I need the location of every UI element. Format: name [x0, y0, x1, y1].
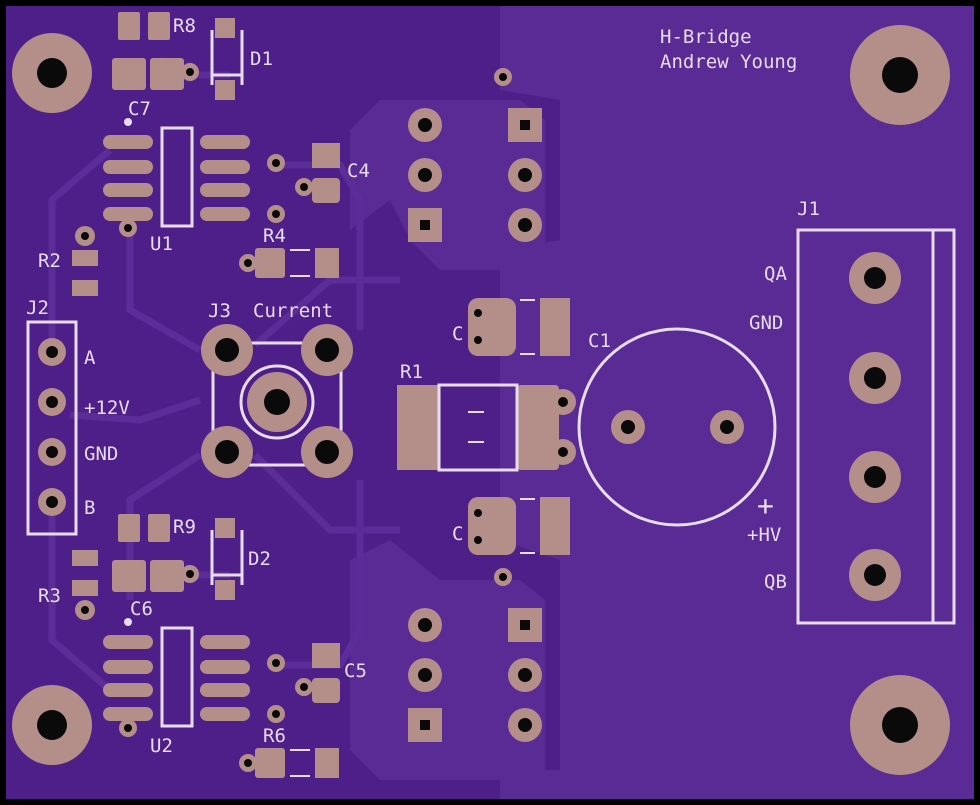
j2-pins: [38, 338, 66, 516]
board-title: H-Bridge: [660, 26, 752, 48]
r6-label: R6: [263, 725, 286, 747]
j2-label: J2: [26, 297, 49, 319]
j2-outline: [26, 320, 78, 536]
r9-label: R9: [173, 516, 196, 538]
c1-footprint: [577, 327, 777, 527]
r3-footprint: [72, 550, 98, 620]
r8-footprint: [118, 12, 170, 40]
j1-hv-label: +HV: [747, 524, 781, 546]
c5-footprint: [267, 643, 340, 723]
c7-label: C7: [128, 98, 151, 120]
mounting-hole-tr: [850, 25, 950, 125]
mounting-hole-br: [850, 675, 950, 775]
c2-label: C: [452, 323, 463, 345]
copper-pour-center-lower: [350, 540, 545, 780]
j3-label: J3: [208, 300, 231, 322]
u1-footprint: [103, 126, 250, 237]
j2-pin-gnd-label: GND: [84, 443, 118, 465]
u2-label: U2: [150, 735, 173, 757]
j1-plus-label: +: [757, 489, 774, 522]
q-footprint-top: [112, 58, 199, 90]
c3-footprint: [468, 497, 570, 555]
c2-footprint: [468, 298, 570, 356]
j1-footprint: [796, 228, 956, 625]
board-author: Andrew Young: [660, 51, 797, 73]
r2-footprint: [72, 226, 98, 296]
j2-pin-b-label: B: [84, 497, 95, 519]
mounting-hole-tl: [12, 33, 92, 113]
copper-pour-center: [350, 100, 545, 270]
d2-label: D2: [248, 548, 271, 570]
j1-gnd-label: GND: [749, 312, 783, 334]
j2-pin-12v-label: +12V: [84, 397, 130, 419]
copper-pour-right: [500, 6, 974, 799]
r4-footprint: [239, 248, 339, 278]
q-footprint-bottom: [112, 560, 199, 592]
r4-label: R4: [263, 225, 286, 247]
j2-pin-a-label: A: [84, 347, 96, 369]
r8-label: R8: [173, 15, 196, 37]
j1-qa-label: QA: [764, 263, 787, 285]
c4-label: C4: [347, 160, 370, 182]
j3-footprint: [201, 324, 353, 478]
r2-label: R2: [38, 250, 61, 272]
r6-footprint: [239, 748, 339, 778]
d1-label: D1: [250, 48, 273, 70]
d1-footprint: [210, 18, 244, 100]
d2-footprint: [210, 518, 244, 600]
pin1-dot-u2: [124, 618, 132, 626]
u1-label: U1: [150, 233, 173, 255]
j1-label: J1: [797, 198, 820, 220]
j3-current-label: Current: [253, 300, 333, 322]
c5-label: C5: [344, 660, 367, 682]
r1-footprint: [397, 383, 576, 472]
r3-label: R3: [38, 585, 61, 607]
mosfet-top-footprint: [408, 68, 542, 242]
mounting-hole-bl: [12, 685, 92, 765]
c6-label: C6: [130, 598, 153, 620]
pin1-dot-u1: [124, 118, 132, 126]
r9-footprint: [118, 514, 170, 542]
j1-qb-label: QB: [764, 571, 787, 593]
c4-footprint: [267, 143, 340, 223]
c3-label: C: [452, 523, 463, 545]
mosfet-bottom-footprint: [408, 568, 542, 742]
u2-footprint: [103, 626, 250, 737]
r1-label: R1: [400, 361, 423, 383]
c1-label: C1: [588, 330, 611, 352]
